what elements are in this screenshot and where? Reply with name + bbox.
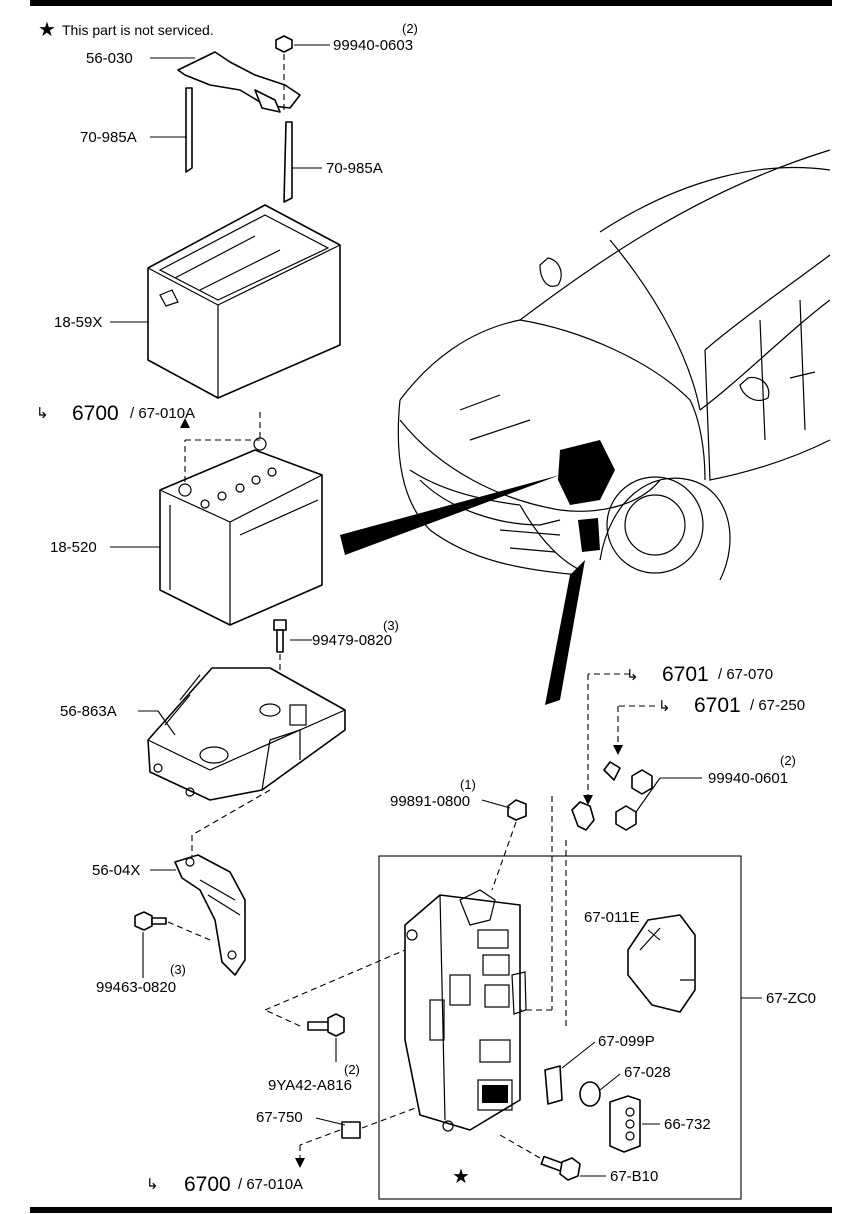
book-icon: ↳ — [146, 1176, 159, 1193]
pointer-to-battery — [340, 475, 560, 555]
label-56-030: 56-030 — [86, 50, 133, 67]
battery-case-18-59X — [110, 204, 341, 399]
svg-text:/ 67-010A: / 67-010A — [130, 405, 195, 422]
svg-text:/ 67-010A: / 67-010A — [238, 1176, 303, 1193]
label-99940-0603: 99940-0603 — [333, 37, 413, 54]
qty-9YA42-A816: (2) — [344, 1062, 360, 1077]
svg-text:6701: 6701 — [662, 663, 709, 686]
j-bolt-left — [150, 87, 193, 173]
bolt-9YA42-A816 — [264, 949, 406, 1062]
fuse-block-location — [578, 518, 600, 552]
part-67-750 — [295, 1094, 451, 1168]
book-icon: ↳ — [626, 667, 639, 684]
fuse-block-assembly — [404, 889, 527, 1132]
svg-text:6700: 6700 — [184, 1173, 231, 1196]
label-67-099P: 67-099P — [598, 1033, 655, 1050]
svg-text:/ 67-070: / 67-070 — [718, 666, 773, 683]
label-67-B10: 67-B10 — [610, 1168, 658, 1185]
vehicle-illustration — [397, 149, 831, 581]
pointer-to-fuse-block — [545, 560, 585, 705]
book-icon: ↳ — [658, 698, 671, 715]
clip-67-099P — [544, 1041, 596, 1105]
cover-67-011E — [627, 914, 696, 1013]
label-99479-0820: 99479-0820 — [312, 632, 392, 649]
label-67-028: 67-028 — [624, 1064, 671, 1081]
connector-66-732 — [609, 1095, 660, 1153]
j-bolt-right — [283, 121, 322, 203]
assembly-frame-67-ZC0 — [378, 855, 742, 1200]
ref-6700-bottom: ↳ 6700 / 67-010A — [146, 1173, 303, 1196]
ref-6701-67-070: ↳ 6701 / 67-070 — [626, 663, 773, 686]
nut-99891-0800 — [481, 799, 527, 891]
book-icon: ↳ — [36, 405, 49, 422]
label-67-ZC0: 67-ZC0 — [766, 990, 816, 1007]
bracket-56-04X — [150, 854, 246, 976]
svg-text:6700: 6700 — [72, 402, 119, 425]
note-text: This part is not serviced. — [62, 22, 214, 38]
ref-6701-67-250: ↳ 6701 / 67-250 — [658, 694, 805, 717]
engine-bay-part — [558, 440, 615, 505]
label-18-520: 18-520 — [50, 539, 97, 556]
star-icon: ★ — [38, 19, 56, 41]
clips-99940-0601 — [571, 761, 702, 831]
svg-text:6701: 6701 — [694, 694, 741, 717]
qty-99940-0603: (2) — [402, 21, 418, 36]
label-67-011E: 67-011E — [584, 909, 640, 926]
label-99891-0800: 99891-0800 — [390, 793, 470, 810]
nut-67-028 — [579, 1073, 621, 1107]
label-56-04X: 56-04X — [92, 862, 140, 879]
label-66-732: 66-732 — [664, 1116, 711, 1133]
battery-tray-56-863A — [138, 667, 346, 801]
qty-99891-0800: (1) — [460, 777, 476, 792]
not-serviced-star: ★ — [452, 1166, 470, 1188]
top-border — [30, 0, 832, 6]
label-56-863A: 56-863A — [60, 703, 117, 720]
battery-clamp-56-030 — [150, 51, 301, 113]
label-70-985A-left: 70-985A — [80, 129, 137, 146]
nut-99940-0603 — [275, 35, 330, 110]
label-70-985A-right: 70-985A — [326, 160, 383, 177]
label-9YA42-A816: 9YA42-A816 — [268, 1077, 352, 1094]
svg-text:/ 67-250: / 67-250 — [750, 697, 805, 714]
ref-6700-top: ↳ 6700 / 67-010A — [36, 402, 195, 425]
qty-99479-0820: (3) — [383, 618, 399, 633]
label-67-750: 67-750 — [256, 1109, 303, 1126]
service-note: ★ This part is not serviced. — [38, 19, 214, 41]
label-18-59X: 18-59X — [54, 314, 102, 331]
label-99940-0601: 99940-0601 — [708, 770, 788, 787]
bolt-99463-0820 — [134, 911, 211, 978]
qty-99940-0601: (2) — [780, 753, 796, 768]
bottom-border — [30, 1207, 832, 1213]
battery-18-520 — [110, 408, 323, 626]
qty-99463-0820: (3) — [170, 962, 186, 977]
label-99463-0820: 99463-0820 — [96, 979, 176, 996]
bolt-67-B10 — [499, 1134, 606, 1181]
